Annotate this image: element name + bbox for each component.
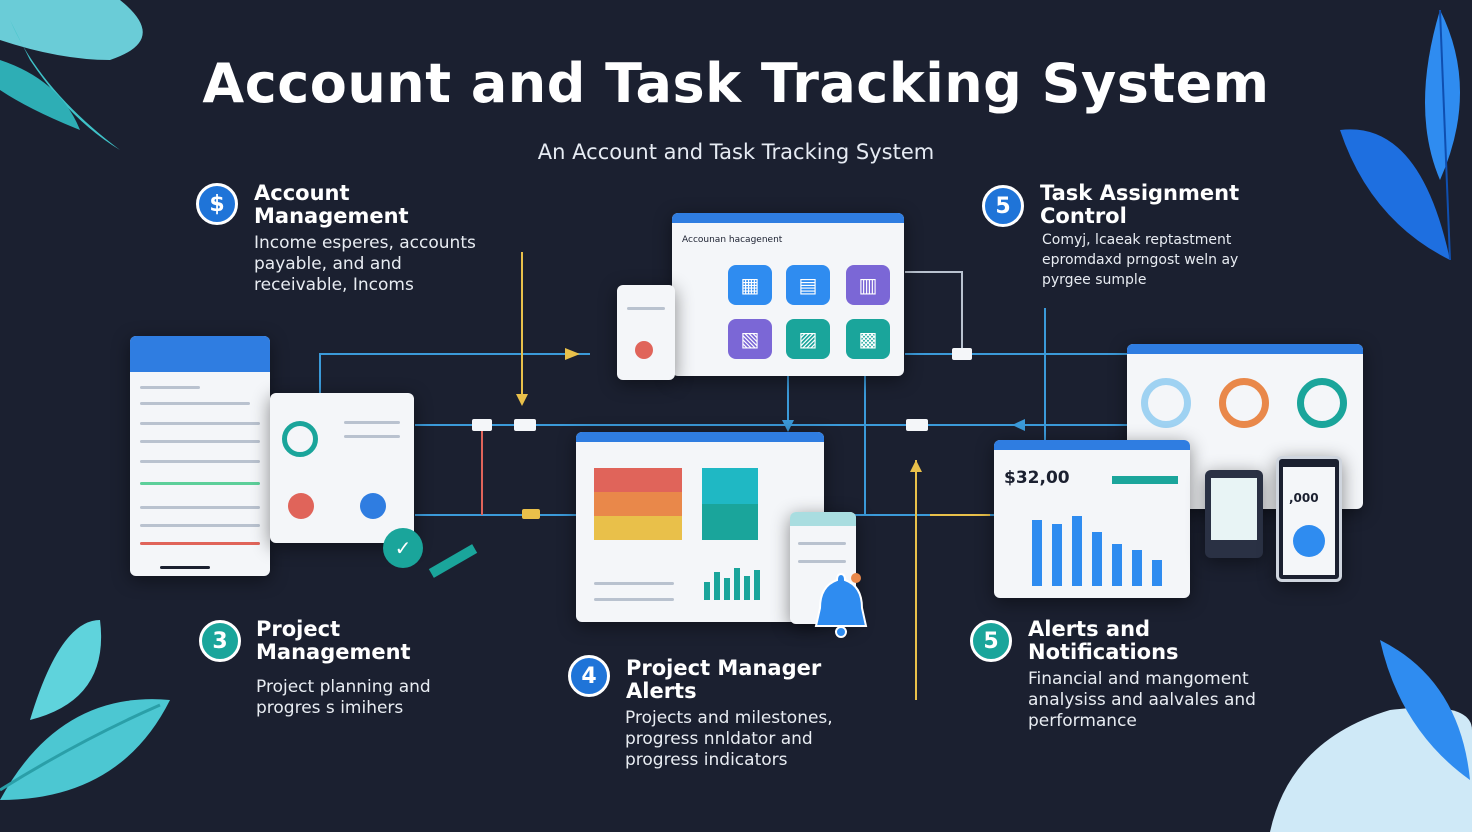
feature-desc-project: Project planning and progres s imihers — [256, 677, 431, 718]
leaf-bottom-left — [0, 610, 180, 832]
phone-kpi: ,000 — [1289, 491, 1319, 505]
feature-badge-alerts: 5 — [970, 620, 1012, 662]
page-subtitle: An Account and Task Tracking System — [537, 140, 935, 164]
feature-badge-account: $ — [196, 183, 238, 225]
screen-dashboard-title: Accounan hacagenent — [682, 235, 783, 245]
feature-badge-pm-alerts: 4 — [568, 655, 610, 697]
tile-icon-4: ▧ — [728, 319, 772, 359]
tile-icon-2: ▤ — [786, 265, 830, 305]
leaf-bottom-right — [1230, 620, 1472, 832]
feature-heading-project: Project Management — [256, 617, 411, 664]
feature-desc-pm-alerts: Projects and milestones, progress nnldat… — [625, 708, 833, 770]
feature-desc-task: Comyj, lcaeak reptastment epromdaxd prng… — [1042, 232, 1239, 288]
feature-heading-alerts: Alerts and Notifications — [1028, 617, 1179, 664]
screen-account-dashboard: Accounan hacagenent ▦ ▤ ▥ ▧ ▨ ▩ — [672, 213, 904, 376]
finance-kpi: $32,00 — [1004, 468, 1070, 488]
feature-badge-task: 5 — [982, 185, 1024, 227]
feature-desc-account: Income esperes, accounts payable, and an… — [254, 233, 476, 295]
feature-badge-project: 3 — [199, 620, 241, 662]
screen-gauges-small — [270, 393, 414, 543]
screen-phone-b: ,000 — [1276, 456, 1342, 582]
tile-icon-5: ▨ — [786, 319, 830, 359]
bell-icon — [812, 570, 870, 642]
tile-icon-1: ▦ — [728, 265, 772, 305]
screen-small-phone — [617, 285, 675, 380]
screen-phone-a — [1205, 470, 1263, 558]
feature-heading-account: Account Management — [254, 181, 409, 228]
tile-icon-3: ▥ — [846, 265, 890, 305]
feature-heading-pm-alerts: Project Manager Alerts — [626, 656, 822, 703]
leaf-top-left — [0, 0, 170, 170]
screen-project-charts — [576, 432, 824, 622]
feature-heading-task: Task Assignment Control — [1040, 181, 1240, 228]
feature-desc-alerts: Financial and mangoment analysiss and aa… — [1028, 669, 1256, 731]
check-icon: ✓ — [383, 528, 423, 568]
page-title: Account and Task Tracking System — [202, 52, 1270, 115]
dollar-icon: $ — [209, 191, 225, 217]
screen-finance-bars: $32,00 — [994, 440, 1190, 598]
tile-icon-6: ▩ — [846, 319, 890, 359]
screen-account-list — [130, 336, 270, 576]
leaf-top-right — [1330, 0, 1472, 280]
